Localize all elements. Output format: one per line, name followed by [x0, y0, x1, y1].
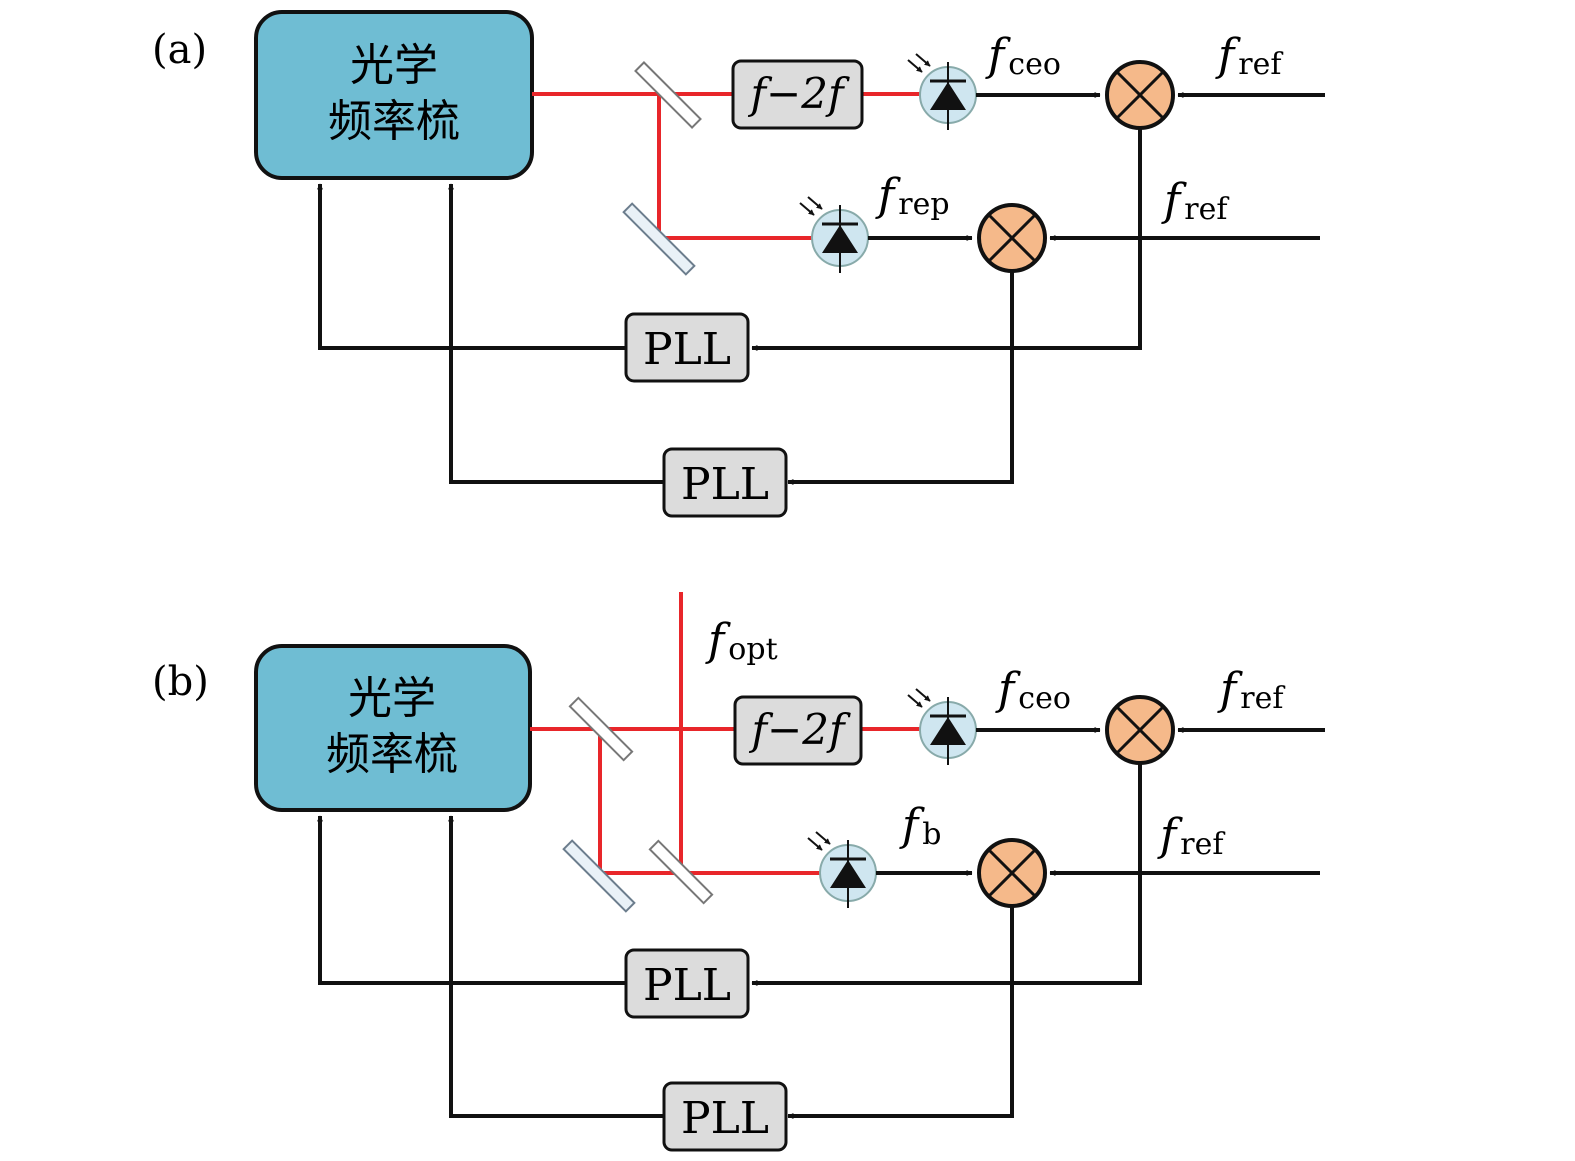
photodiode-icon	[807, 831, 877, 908]
beam-splitter-icon	[568, 696, 634, 762]
panel-a-tag: (a)	[152, 27, 207, 73]
pll-label-lower: PLL	[681, 1093, 769, 1144]
beat-control-line	[448, 815, 664, 1118]
rep-feedback-line	[787, 271, 1014, 485]
f2f-label: f−2f	[747, 69, 849, 118]
optical-comb-box	[254, 10, 534, 180]
optical-comb-box	[254, 644, 532, 812]
mirror-icon	[622, 202, 696, 276]
mixer-icon	[1105, 60, 1175, 130]
ceo-control-line	[317, 815, 626, 985]
beam-splitter-icon	[648, 839, 714, 905]
ceo-control-line	[317, 183, 626, 350]
f2f-interferometer-box	[733, 695, 863, 766]
rep-control-line	[448, 183, 664, 484]
f2f-label: f−2f	[748, 705, 850, 754]
pll-box-upper	[624, 312, 750, 383]
comb-label-line2: 频率梳	[326, 729, 458, 780]
panel-a: (a) 光学 频率梳 f−2f	[152, 10, 1325, 518]
beat-feedback-line	[787, 906, 1014, 1119]
mixer-icon	[1105, 695, 1175, 765]
panel-b: (b) 光学 频率梳 f−2f	[152, 592, 1325, 1152]
pll-box-lower	[662, 447, 788, 518]
pll-label-upper: PLL	[643, 324, 731, 375]
comb-label-line1: 光学	[348, 673, 436, 724]
panel-b-tag: (b)	[152, 659, 209, 705]
ceo-feedback-line	[751, 128, 1142, 351]
pll-label-upper: PLL	[643, 960, 731, 1011]
pll-label-lower: PLL	[681, 459, 769, 510]
photodiode-icon	[799, 196, 869, 273]
mirror-icon	[562, 839, 636, 913]
pll-box-upper	[624, 948, 750, 1019]
comb-label-line1: 光学	[350, 40, 438, 91]
mixer-icon	[977, 838, 1047, 908]
pll-box-lower	[662, 1081, 788, 1152]
f2f-interferometer-box	[731, 59, 864, 130]
ceo-feedback-line	[751, 763, 1142, 986]
comb-label-line2: 频率梳	[328, 96, 460, 147]
beam-splitter-icon	[634, 61, 702, 129]
mixer-icon	[977, 203, 1047, 273]
